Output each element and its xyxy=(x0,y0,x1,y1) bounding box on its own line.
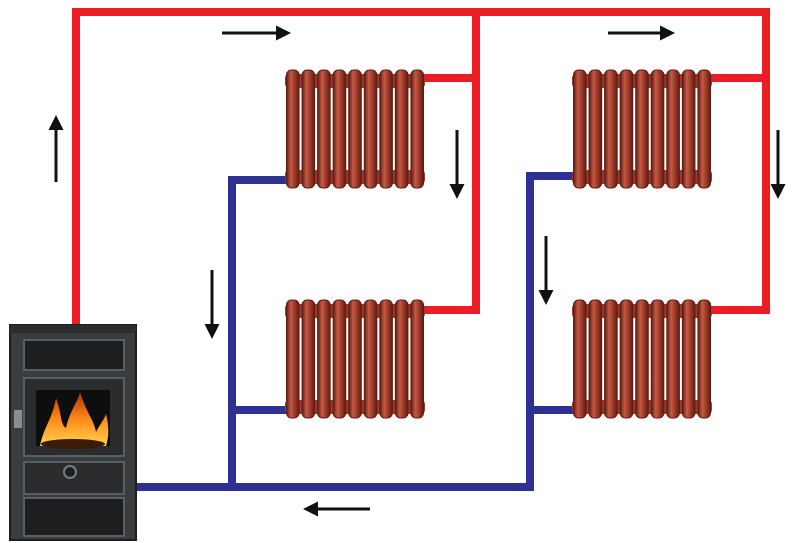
radiator-fin xyxy=(573,299,587,419)
boiler-ash-pan xyxy=(23,497,125,537)
cast-iron-radiator-icon xyxy=(285,299,425,419)
radiator-fin xyxy=(332,69,347,189)
radiator-fin xyxy=(317,69,331,189)
radiator-fin xyxy=(681,299,696,419)
radiator-fin xyxy=(286,299,300,419)
boiler-air-damper xyxy=(63,465,77,479)
radiator-fin xyxy=(588,69,603,189)
fire-logs xyxy=(41,439,105,449)
return-pipe-main xyxy=(135,172,575,491)
radiator-fin xyxy=(410,299,425,419)
radiator-fin xyxy=(410,69,425,189)
radiator-fin xyxy=(348,69,362,189)
return-pipe-left-branch xyxy=(228,176,290,487)
radiator-fin xyxy=(650,299,665,419)
cast-iron-radiator-icon xyxy=(572,69,712,189)
radiator-fin xyxy=(604,299,618,419)
radiator-fin xyxy=(394,299,409,419)
radiator-fin xyxy=(681,69,696,189)
radiator-fin xyxy=(604,69,618,189)
radiator-fin xyxy=(697,69,712,189)
boiler-top-panel xyxy=(23,339,125,371)
radiator-fin xyxy=(363,299,378,419)
radiator-fin xyxy=(635,299,649,419)
return-pipe xyxy=(135,172,575,491)
radiator-fin xyxy=(619,299,634,419)
fire-icon xyxy=(40,392,109,446)
cast-iron-radiator-icon xyxy=(572,299,712,419)
radiator-fin xyxy=(317,299,331,419)
radiator-fin xyxy=(588,299,603,419)
radiator-fin xyxy=(332,299,347,419)
radiator-fin xyxy=(379,299,393,419)
cast-iron-radiator-icon xyxy=(285,69,425,189)
radiator-fin xyxy=(379,69,393,189)
radiator-fin xyxy=(666,299,680,419)
supply-pipe-riser xyxy=(72,8,770,330)
radiator-fin xyxy=(363,69,378,189)
boiler xyxy=(9,324,137,541)
radiator-fin xyxy=(619,69,634,189)
radiators xyxy=(285,69,712,419)
supply-pipe-left-drop xyxy=(420,12,480,314)
radiator-fin xyxy=(650,69,665,189)
radiator-fin xyxy=(348,299,362,419)
radiator-fin xyxy=(394,69,409,189)
radiator-fin xyxy=(697,299,712,419)
boiler-door-hinge xyxy=(14,410,22,428)
supply-pipe xyxy=(72,8,770,330)
radiator-fin xyxy=(573,69,587,189)
flow-arrows xyxy=(48,25,786,517)
boiler-top-plate xyxy=(10,325,136,333)
radiator-fin xyxy=(635,69,649,189)
radiator-fin xyxy=(301,299,316,419)
radiator-fin xyxy=(301,69,316,189)
radiator-fin xyxy=(666,69,680,189)
radiator-fin xyxy=(286,69,300,189)
